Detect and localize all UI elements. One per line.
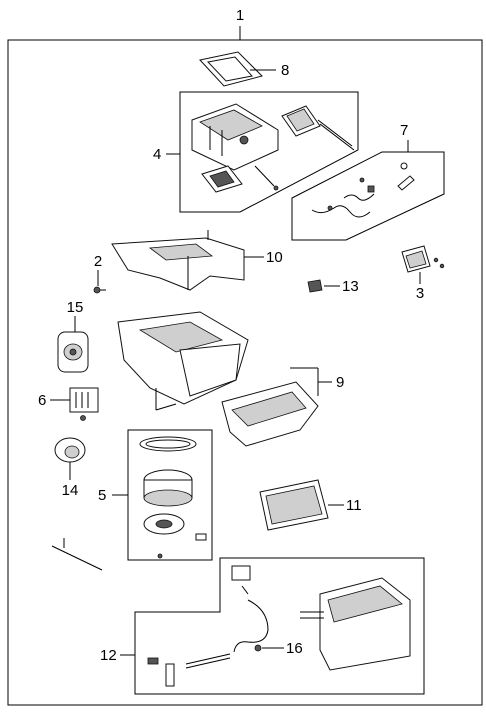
filter-part [259, 479, 329, 531]
callout-13: 13 [342, 278, 359, 295]
callout-10: 10 [266, 249, 283, 266]
upper-case-part [191, 103, 355, 193]
callout-9: 9 [336, 374, 344, 391]
seal-ring-part [199, 51, 263, 87]
screw-part [93, 286, 106, 294]
callout-16: 16 [286, 640, 303, 657]
lower-case-part [117, 311, 319, 447]
wiring-group-box [291, 151, 445, 241]
clip-part [307, 279, 323, 293]
callout-4: 4 [153, 146, 161, 163]
callout-11: 11 [346, 497, 362, 514]
wiring-harness-part [311, 162, 415, 218]
callout-15: 15 [67, 299, 84, 316]
callout-5: 5 [98, 487, 106, 504]
evaporator-part [147, 565, 411, 687]
rod-part [51, 538, 103, 571]
callout-14: 14 [62, 482, 79, 499]
actuator-part [57, 331, 89, 373]
callout-1: 1 [236, 7, 244, 24]
callout-3: 3 [416, 285, 424, 302]
resistor-part [69, 387, 99, 421]
motor-cap-part [54, 437, 86, 463]
blower-motor-part [139, 436, 207, 559]
blower-case-part [111, 230, 245, 291]
case-group-box [179, 91, 359, 213]
callout-2: 2 [94, 253, 102, 270]
callout-12: 12 [100, 647, 117, 664]
evaporator-group-box [134, 557, 425, 695]
callout-6: 6 [38, 392, 46, 409]
assembly-frame [7, 39, 483, 706]
callout-8: 8 [281, 62, 289, 79]
bracket-part [401, 245, 445, 273]
callout-7: 7 [400, 122, 408, 139]
